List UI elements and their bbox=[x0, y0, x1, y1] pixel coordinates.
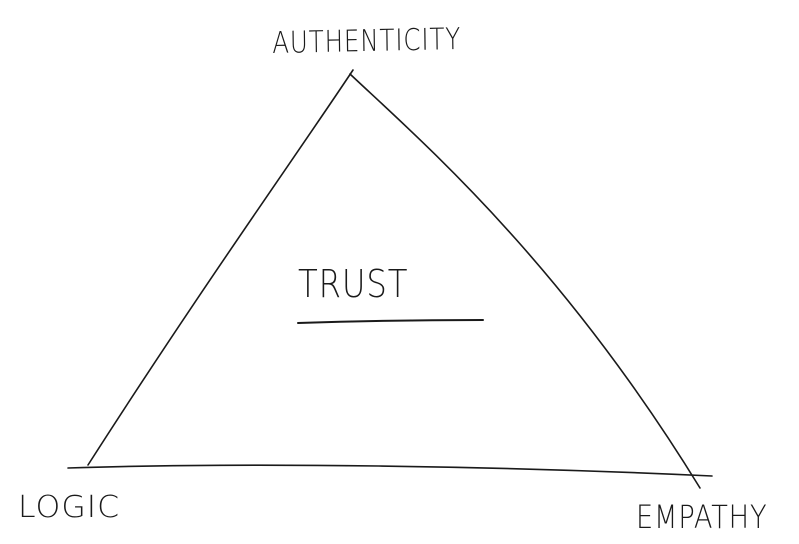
left-edge bbox=[87, 69, 354, 466]
vertex-label-empathy: EMPATHY bbox=[636, 498, 768, 536]
center-underline bbox=[297, 319, 484, 324]
vertex-label-authenticity: AUTHENTICITY bbox=[272, 21, 462, 61]
right-edge bbox=[349, 73, 701, 489]
center-label-trust: TRUST bbox=[298, 262, 409, 306]
vertex-label-logic: LOGIC bbox=[18, 490, 121, 525]
base-edge bbox=[67, 464, 713, 477]
